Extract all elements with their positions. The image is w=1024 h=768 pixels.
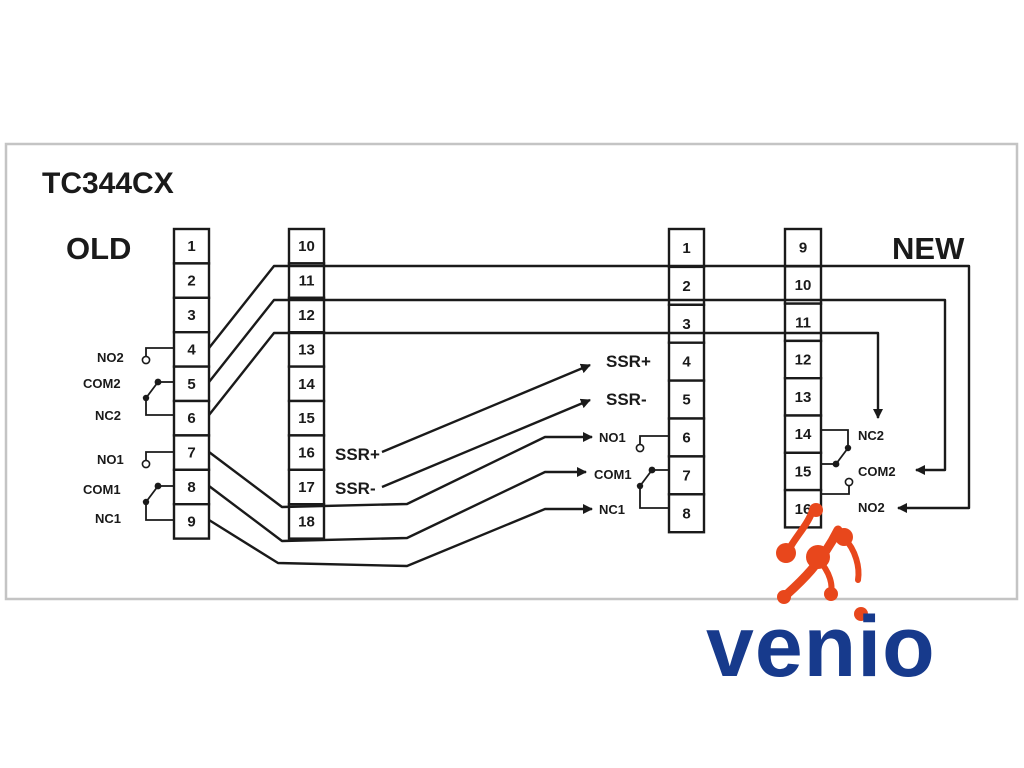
old-b-terminal-label-5: 15: [298, 410, 315, 427]
old-relay-1-symbol: [141, 451, 174, 521]
new-b-terminal-2: [783, 302, 823, 343]
new-terminal-block-1-8: 1 2 3 4 5 6 7 8: [667, 227, 706, 534]
wire-old4-new16: [208, 264, 971, 514]
new-b-terminal-6: [783, 451, 823, 492]
new-a-terminal-label-3: 4: [682, 354, 691, 371]
new-a-terminal-3: [667, 341, 706, 382]
old-ssr-minus-label: SSR-: [335, 479, 376, 498]
new-a-terminal-label-4: 5: [682, 392, 690, 409]
venio-mark-icon: [776, 503, 868, 621]
new-nc1-label: NC1: [599, 502, 625, 517]
new-label: NEW: [892, 231, 965, 266]
old-a-terminal-8: [172, 503, 211, 540]
new-a-terminal-label-6: 7: [682, 467, 690, 484]
wire-old7-new6: [208, 431, 594, 509]
new-b-terminal-label-7: 16: [795, 501, 812, 518]
new-a-terminal-4: [667, 379, 706, 420]
new-nc2-label: NC2: [858, 428, 884, 443]
new-relay-2-symbol: [821, 429, 854, 495]
new-no1-label: NO1: [599, 430, 626, 445]
old-a-terminal-label-1: 2: [187, 273, 195, 290]
new-b-terminal-label-3: 12: [795, 352, 812, 369]
old-b-terminal-label-0: 10: [298, 238, 315, 255]
old-a-terminal-7: [172, 468, 211, 506]
old-b-terminal-7: [287, 468, 326, 506]
old-b-terminal-label-7: 17: [298, 479, 315, 496]
old-com2-label: COM2: [83, 376, 121, 391]
old-a-terminal-label-8: 9: [187, 513, 195, 530]
new-a-terminal-7: [667, 493, 706, 534]
old-nc1-label: NC1: [95, 511, 121, 526]
new-com2-label: COM2: [858, 464, 896, 479]
wire-old17-new5: [381, 398, 591, 489]
old-b-terminal-0: [287, 227, 326, 265]
old-b-terminal-label-2: 12: [298, 307, 315, 324]
wire-old16-new4: [381, 363, 591, 454]
old-com1-label: COM1: [83, 482, 121, 497]
old-a-terminal-label-5: 6: [187, 410, 195, 427]
venio-wordmark: venio: [706, 599, 936, 695]
new-b-terminal-label-6: 15: [795, 463, 812, 480]
old-no2-label: NO2: [97, 350, 124, 365]
new-a-terminal-label-5: 6: [682, 429, 690, 446]
wire-old6-new14: [208, 331, 884, 420]
old-ssr-plus-label: SSR+: [335, 445, 380, 464]
diagram-frame: [4, 142, 1019, 601]
new-b-terminal-label-5: 14: [795, 426, 812, 443]
new-b-terminal-label-4: 13: [795, 389, 812, 406]
wire-old5-new15: [208, 298, 947, 476]
new-a-terminal-1: [667, 265, 706, 306]
new-b-terminal-label-2: 11: [795, 314, 811, 331]
old-b-terminal-label-8: 18: [298, 513, 315, 530]
old-terminal-block-10-18: 10 11 12 13 14 15 16 17 18: [287, 227, 326, 540]
old-a-terminal-5: [172, 399, 211, 437]
new-b-terminal-label-0: 9: [799, 240, 807, 257]
old-a-terminal-label-3: 4: [187, 341, 196, 358]
old-label: OLD: [66, 231, 131, 266]
new-b-terminal-4: [783, 377, 823, 417]
new-com1-label: COM1: [594, 467, 632, 482]
new-a-terminal-label-1: 2: [682, 278, 690, 295]
wire-old9-new8: [208, 503, 594, 568]
new-no2-label: NO2: [858, 500, 885, 515]
new-b-terminal-0: [783, 227, 823, 268]
old-b-terminal-label-6: 16: [298, 445, 315, 462]
old-a-terminal-label-7: 8: [187, 479, 195, 496]
old-a-terminal-3: [172, 331, 211, 368]
old-b-terminal-label-3: 13: [298, 341, 315, 358]
diagram-title: TC344CX: [42, 167, 174, 200]
new-relay-1-symbol: [635, 435, 669, 509]
venio-logo: venio: [706, 503, 936, 695]
old-b-terminal-label-4: 14: [298, 376, 315, 393]
new-a-terminal-label-0: 1: [682, 240, 690, 257]
new-ssr-minus-label: SSR-: [606, 390, 647, 409]
new-a-terminal-5: [667, 417, 706, 458]
new-a-terminal-0: [667, 227, 706, 269]
wire-old8-new7: [208, 466, 588, 543]
new-a-terminal-label-7: 8: [682, 505, 690, 522]
wires: [208, 264, 971, 568]
old-a-terminal-label-4: 5: [187, 376, 195, 393]
old-b-terminal-label-1: 11: [299, 273, 315, 290]
new-terminal-block-9-16: 9 10 11 12 13 14 15 16: [783, 227, 823, 529]
old-b-terminal-8: [287, 503, 326, 540]
old-relay-2-symbol: [141, 347, 174, 416]
old-terminal-block-1-9: 1 2 3 4 5 6 7 8 9: [172, 227, 211, 540]
old-nc2-label: NC2: [95, 408, 121, 423]
old-no1-label: NO1: [97, 452, 124, 467]
new-ssr-plus-label: SSR+: [606, 352, 651, 371]
new-a-terminal-label-2: 3: [682, 316, 690, 333]
old-a-terminal-label-2: 3: [187, 307, 195, 324]
new-b-terminal-label-1: 10: [795, 277, 812, 294]
old-a-terminal-label-6: 7: [187, 445, 195, 462]
new-b-terminal-3: [783, 339, 823, 380]
old-a-terminal-label-0: 1: [187, 238, 195, 255]
